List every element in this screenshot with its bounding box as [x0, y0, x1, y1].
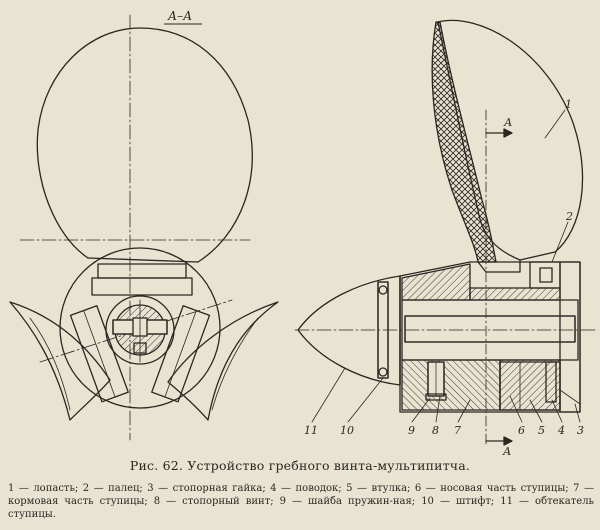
label-3: 3 [577, 424, 584, 437]
label-6: 6 [518, 424, 525, 437]
label-10: 10 [340, 424, 354, 437]
label-8: 8 [432, 424, 439, 437]
blade-outline-left [36, 27, 253, 263]
blade-wing-left [9, 301, 111, 421]
propeller-diagram: А–А А А 1 2 3 4 5 6 7 8 9 10 11 [9, 9, 599, 455]
finger-2 [529, 261, 561, 289]
blade-wing-right [167, 301, 279, 421]
section-view [9, 14, 279, 441]
lock-nut-3 [559, 261, 581, 413]
label-2: 2 [565, 210, 573, 223]
blade-section [431, 21, 497, 263]
hub-circle [59, 247, 221, 409]
figure-caption: Рис. 62. Устройство гребного винта-мульт… [129, 458, 471, 473]
label-11: 11 [304, 424, 318, 437]
section-arrow-top-letter: А [503, 116, 512, 129]
section-arrow-bottom-letter: А [502, 445, 511, 455]
section-label: А–А [167, 9, 192, 23]
label-1: 1 [565, 98, 572, 111]
label-4: 4 [557, 424, 565, 437]
longitudinal-section [294, 19, 599, 447]
label-9: 9 [408, 424, 415, 437]
driver-4 [545, 361, 557, 403]
figure-legend: 1 — лопасть; 2 — палец; 3 — стопорная га… [8, 483, 594, 520]
label-7: 7 [454, 424, 461, 437]
blade-root-block [97, 263, 187, 279]
label-5: 5 [538, 424, 545, 437]
